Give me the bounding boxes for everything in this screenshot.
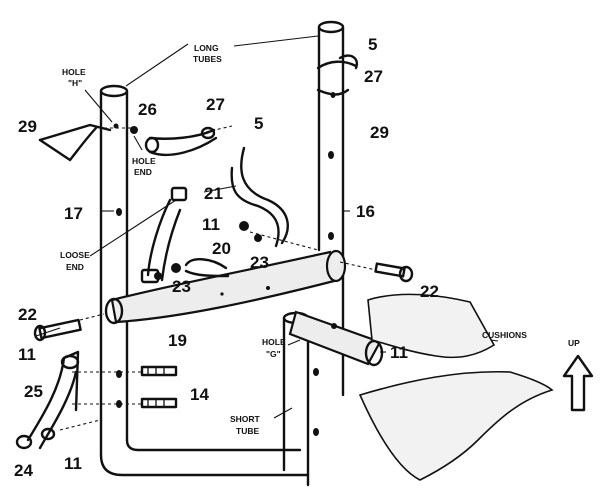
tube-27 (144, 126, 218, 157)
up-caption: UP (568, 338, 580, 348)
part-number: 11 (18, 345, 36, 364)
bracket-29-left (38, 123, 112, 162)
hole-g-caption: "G" (266, 349, 281, 359)
part-number: 29 (18, 117, 37, 136)
captions: LONG TUBES HOLE "H" HOLE END LOOSE END H… (60, 43, 580, 436)
up-arrow-icon (562, 354, 594, 412)
part-number-labels: 5 27 29 29 26 27 5 21 17 16 11 20 23 23 … (14, 35, 439, 480)
part-number: 25 (24, 382, 43, 401)
part-number: 11 (64, 454, 82, 473)
alignment-lines (59, 125, 377, 431)
part-number: 5 (254, 114, 263, 133)
part-number: 5 (368, 35, 377, 54)
short-tube-caption: SHORT (230, 414, 261, 424)
hole-g-caption: HOLE (262, 337, 286, 347)
rod-20 (184, 258, 230, 278)
long-tubes-caption: LONG (194, 43, 219, 53)
part-number: 23 (172, 277, 191, 296)
bracket-21 (140, 146, 289, 284)
left-long-tube (99, 84, 310, 477)
long-tubes-caption: TUBES (193, 54, 222, 64)
part-number: 16 (356, 202, 375, 221)
hole-h-caption: HOLE (62, 67, 86, 77)
part-number: 20 (212, 239, 231, 258)
part-number: 29 (370, 123, 389, 142)
part-number: 26 (138, 100, 157, 119)
bolts-14 (140, 365, 178, 409)
hole-h-caption: "H" (68, 78, 82, 88)
side-bar (288, 310, 384, 367)
leader-lines (35, 35, 499, 419)
crossbar-19 (104, 249, 347, 325)
part-number: 22 (18, 305, 37, 324)
part-number: 22 (420, 282, 439, 301)
part-number: 24 (14, 461, 33, 480)
part-number: 17 (64, 204, 83, 223)
loose-end-caption: END (66, 262, 84, 272)
short-tube-caption: TUBE (236, 426, 259, 436)
part-number: 27 (364, 67, 383, 86)
loose-end-caption: LOOSE (60, 250, 90, 260)
fasteners (15, 126, 262, 450)
part-number: 27 (206, 95, 225, 114)
hole-end-caption: HOLE (132, 156, 156, 166)
part-number: 11 (390, 343, 408, 362)
part-number: 21 (204, 184, 223, 203)
hole-end-caption: END (134, 167, 152, 177)
bracket-27-29-right (316, 54, 359, 96)
cushions-caption: CUSHIONS (482, 330, 527, 340)
part-number: 23 (250, 253, 269, 272)
bolt-22-left (33, 318, 82, 342)
part-number: 14 (190, 385, 209, 404)
part-number: 11 (202, 215, 220, 234)
part-number: 19 (168, 331, 187, 350)
cushions (358, 293, 554, 481)
bolt-22-right (374, 262, 414, 283)
